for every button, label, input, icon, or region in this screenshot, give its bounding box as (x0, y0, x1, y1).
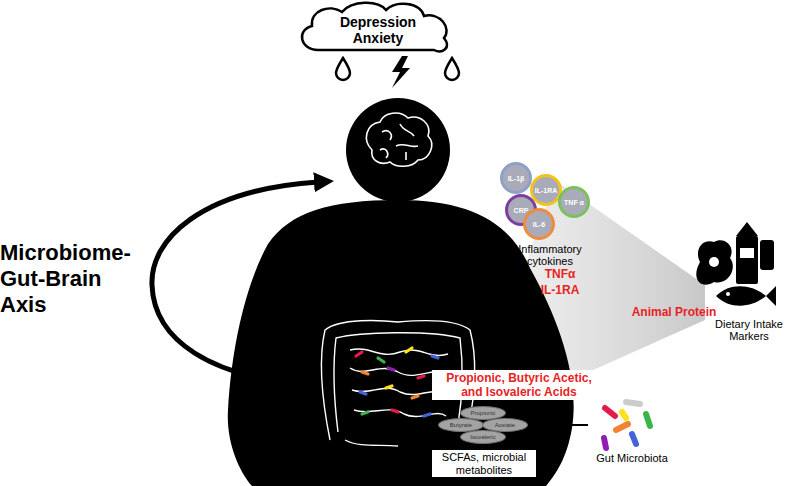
node-text: IL-6 (533, 221, 545, 228)
lightning-bolt (392, 56, 410, 88)
node-text: Butyrate (450, 422, 472, 429)
axis-title: Microbiome-Gut-Brain Axis (0, 240, 150, 318)
microbiota-node: Gut Microbiota (590, 398, 674, 482)
cloud-node: Depression Anxiety (318, 12, 438, 48)
node-text: Acetate (495, 422, 515, 429)
microbiota-icon (604, 402, 650, 448)
node-text: Isovaleric (470, 434, 495, 441)
dietary-icon (696, 222, 776, 306)
brain (366, 113, 431, 166)
scfa-group: SCFAs, microbial metabolites PropionicBut… (432, 404, 536, 482)
node-text: TNF α (564, 199, 584, 206)
cytokine-circle: IL-6 (523, 208, 555, 240)
node-text: SCFAs, microbial metabolites (432, 450, 536, 477)
node-text: Propionic (470, 410, 495, 417)
head (346, 98, 450, 202)
connector-arrow (538, 424, 588, 426)
body (228, 200, 574, 486)
node-text: IL-1RA (535, 187, 558, 194)
highlight-label: Propionic, Butyric Acetic, and Isovaleri… (432, 370, 606, 400)
node-text: Gut Microbiota (590, 452, 674, 465)
highlight-label: IL-1RA (530, 283, 590, 297)
highlight-label: TNFα (530, 267, 590, 281)
scfa-ellipse: Isovaleric (460, 430, 506, 444)
axis-arrow (152, 182, 318, 385)
group-label: Dietary Intake Markers (714, 318, 784, 342)
node-text: Depression Anxiety (318, 14, 438, 46)
highlight-label: Animal Protein (624, 305, 724, 319)
cytokine-circle: TNF α (558, 186, 590, 218)
node-text: IL-1β (508, 175, 525, 182)
cytokine-circle: IL-1β (500, 162, 532, 194)
group-label: Inflammatory cytokines (500, 243, 600, 267)
